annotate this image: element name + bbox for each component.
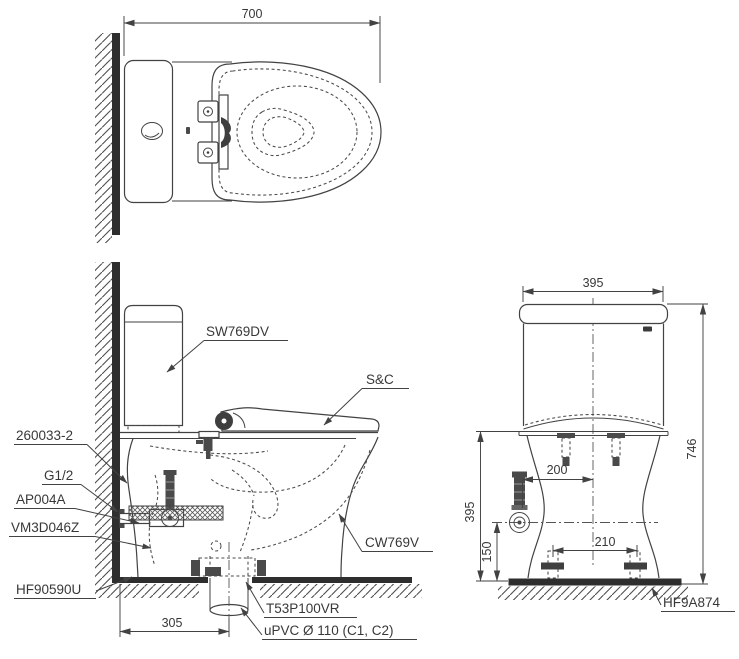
- flush-button: [141, 122, 163, 140]
- top-view: 700: [95, 7, 382, 243]
- svg-text:SW769DV: SW769DV: [206, 324, 269, 339]
- dim-305: 305: [119, 584, 230, 637]
- label-connector: VM3D046Z: [9, 520, 152, 550]
- supply-height-dim: 395: [463, 502, 477, 523]
- floor: [112, 577, 208, 583]
- label-outlet-joint: T53P100VR: [245, 581, 357, 618]
- svg-text:VM3D046Z: VM3D046Z: [11, 520, 79, 535]
- bolt-spacing-dim: 210: [595, 535, 616, 549]
- bowl-front-profile: [340, 436, 379, 578]
- bowl-left-profile: [526, 435, 545, 579]
- hinge-arm: [221, 117, 231, 148]
- water-inlet-fitting: [196, 430, 220, 459]
- svg-text:AP004A: AP004A: [16, 492, 66, 507]
- overall-height-dim: 746: [685, 439, 699, 460]
- dim-395-width: 395: [522, 276, 664, 302]
- side-view: 305 SW769DV S&C 260033-2 G1/2 AP004A: [9, 262, 433, 640]
- supply-valve-front: [509, 471, 530, 533]
- svg-text:HF90590U: HF90590U: [16, 582, 81, 597]
- floor: [252, 577, 412, 583]
- bowl-right-profile: [642, 435, 661, 579]
- label-cistern: SW769DV: [166, 324, 288, 373]
- dim-210: 210: [552, 535, 638, 557]
- base-plate: [508, 578, 682, 586]
- dim-395-height: 395: [463, 431, 519, 582]
- tank-width-dim: 395: [583, 276, 604, 290]
- trapway-internals: [128, 444, 371, 577]
- floor-hatching: [260, 584, 422, 598]
- svg-text:HF9A874: HF9A874: [663, 595, 721, 610]
- valve-height-dim: 150: [480, 542, 494, 563]
- label-seat: S&C: [323, 372, 409, 426]
- seat-lid-plan: [211, 61, 382, 203]
- label-floor-seal: HF90590U: [14, 576, 133, 599]
- dim-150: 150: [480, 522, 501, 582]
- label-supply-hose: 260033-2: [14, 428, 128, 484]
- seat-opening: [236, 85, 358, 179]
- floor-bolts: [541, 550, 647, 579]
- supply-hose: [165, 474, 175, 510]
- svg-text:G1/2: G1/2: [44, 468, 73, 483]
- seat-hinge-plan: [197, 94, 231, 170]
- dim-200: 200: [522, 463, 594, 508]
- cistern-front: [518, 303, 669, 436]
- cistern-plan: [123, 59, 190, 204]
- wall: [112, 262, 120, 577]
- label-angle-valve: AP004A: [14, 492, 140, 524]
- dim-746: 746: [667, 303, 708, 585]
- seat-studs: [557, 433, 625, 466]
- label-bowl: CW769V: [338, 513, 433, 552]
- svg-text:T53P100VR: T53P100VR: [266, 601, 340, 616]
- wall-hatching: [95, 262, 112, 584]
- svg-text:260033-2: 260033-2: [16, 428, 73, 443]
- cistern-side: [123, 304, 184, 434]
- bowl-rear-profile: [126, 438, 139, 578]
- seat-side: [215, 407, 380, 432]
- rough-in-dim: 305: [162, 616, 183, 630]
- svg-text:CW769V: CW769V: [365, 535, 419, 550]
- svg-text:S&C: S&C: [366, 372, 394, 387]
- connector-block: [128, 505, 224, 521]
- water-spot-inner: [262, 116, 305, 148]
- supply-offset-dim: 200: [547, 463, 568, 477]
- label-base: HF9A874: [651, 587, 735, 612]
- toto-logo-mark: [643, 326, 652, 332]
- label-waste-pipe: uPVC Ø 110 (C1, C2): [240, 607, 417, 640]
- floor-hatching: [498, 586, 688, 600]
- wall-hatching: [95, 33, 112, 243]
- dim-700: 700: [123, 7, 381, 83]
- svg-text:uPVC Ø 110 (C1, C2): uPVC Ø 110 (C1, C2): [264, 623, 394, 638]
- water-spot-outer: [251, 107, 315, 157]
- top-width-dim: 700: [242, 7, 263, 21]
- label-thread: G1/2: [42, 468, 119, 513]
- floor-hatching: [95, 584, 199, 598]
- waste-pipe: [209, 542, 249, 618]
- front-view: 395: [463, 276, 735, 612]
- wall: [112, 33, 120, 235]
